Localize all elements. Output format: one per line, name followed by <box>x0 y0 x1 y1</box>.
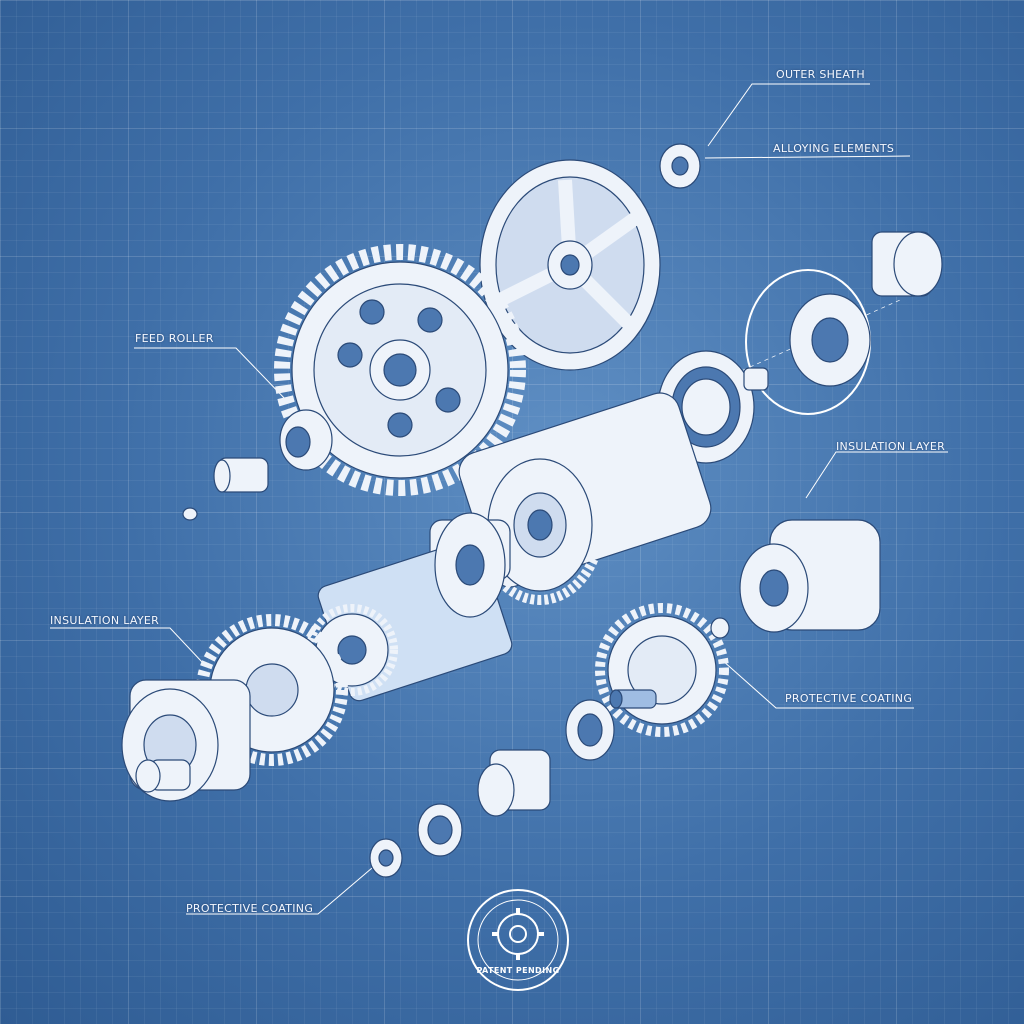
large-spur-gear <box>274 244 526 496</box>
label-protective-coating-right: PROTECTIVE COATING <box>785 692 913 705</box>
label-alloying-elements: ALLOYING ELEMENTS <box>773 142 895 155</box>
motor-housing <box>710 519 881 639</box>
seal-ring <box>657 269 871 464</box>
label-feed-roller: FEED ROLLER <box>135 332 214 345</box>
stamp-text: PATENT PENDING <box>476 966 560 975</box>
right-spur-gear <box>595 603 729 737</box>
bottom-small-parts <box>369 699 615 878</box>
label-protective-coating-bottom: PROTECTIVE COATING <box>186 902 314 915</box>
spoked-wheel <box>479 159 661 371</box>
left-drive-assembly <box>121 614 348 802</box>
patent-stamp <box>467 889 569 991</box>
label-outer-sheath: OUTER SHEATH <box>776 68 865 81</box>
small-washer-top <box>659 143 701 189</box>
end-cap-cylinder <box>871 231 943 297</box>
feed-roller-part <box>182 409 333 521</box>
label-insulation-layer-right: INSULATION LAYER <box>836 440 946 453</box>
label-insulation-layer-left: INSULATION LAYER <box>50 614 160 627</box>
